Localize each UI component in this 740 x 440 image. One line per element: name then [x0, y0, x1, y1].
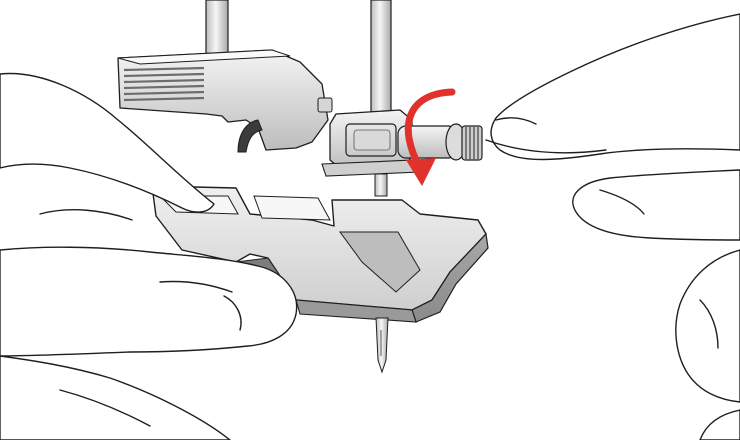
thumb-screw [397, 123, 483, 161]
grip-ridges [123, 66, 205, 102]
needle [375, 317, 389, 374]
left-hand [0, 72, 298, 440]
needle-clamp [321, 109, 421, 197]
presser-foot-holder [117, 49, 333, 153]
right-hand [485, 13, 740, 440]
curved-arrow-clockwise-icon [404, 88, 456, 186]
needle-bar [370, 0, 392, 121]
